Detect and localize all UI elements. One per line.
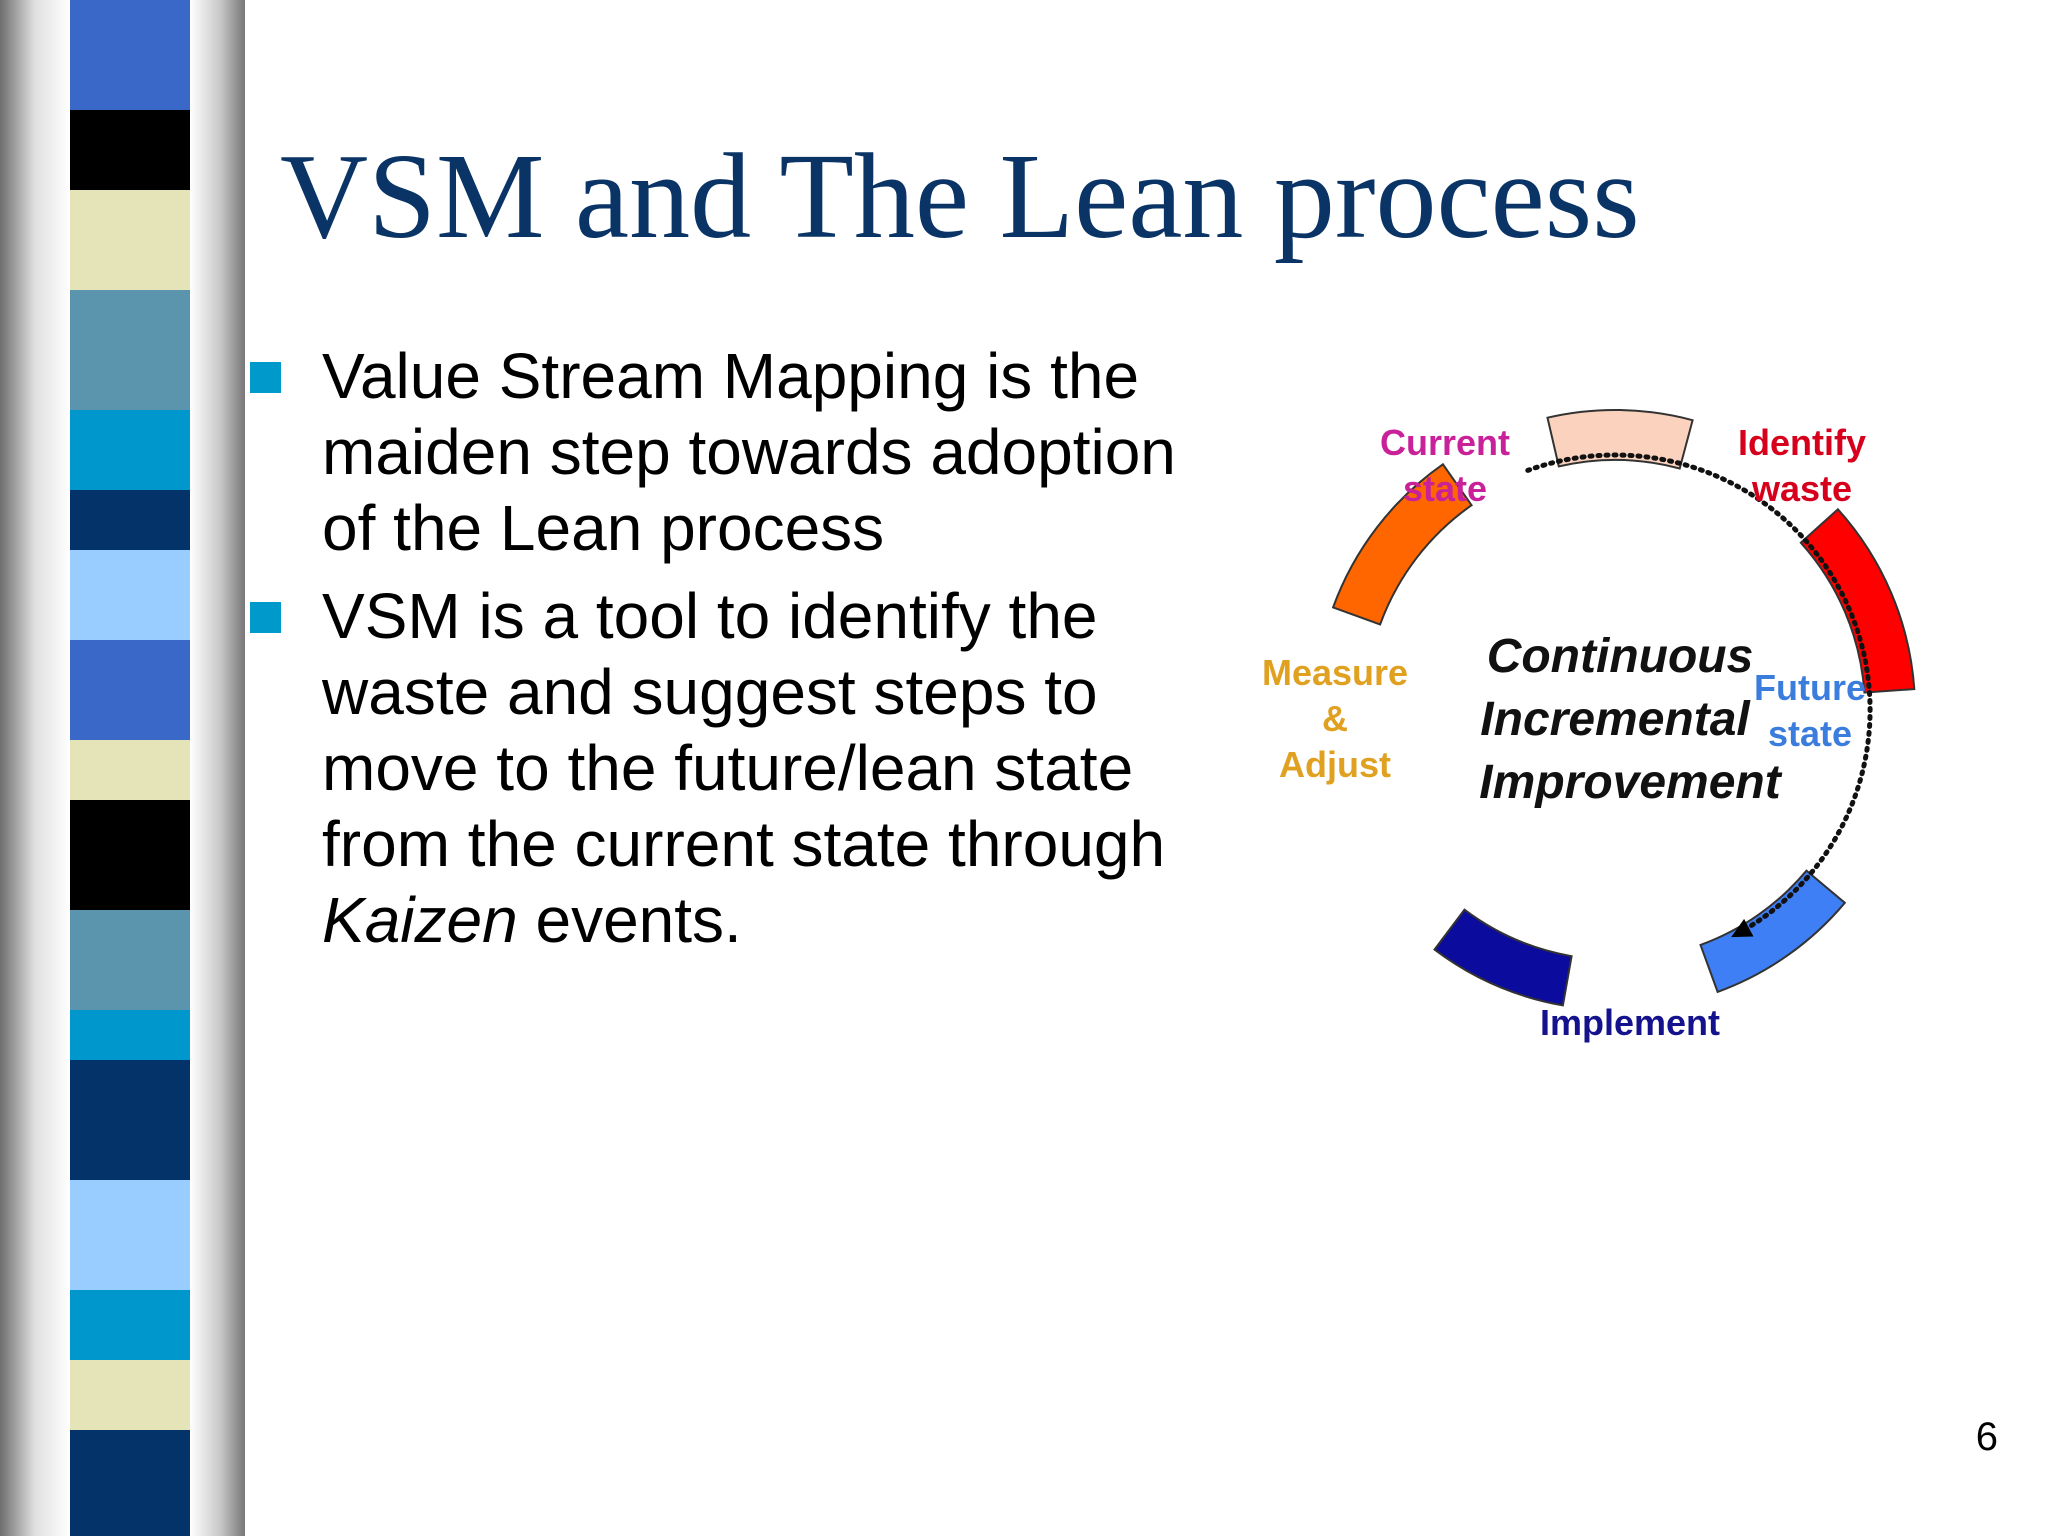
cycle-stage-label: Implement — [1540, 1002, 1720, 1043]
cycle-center-line: Improvement — [1479, 756, 1782, 809]
slide-title: VSM and The Lean process — [280, 129, 1640, 264]
cycle-center-line: Incremental — [1480, 693, 1751, 746]
bullet-text: VSM is a tool to identify the waste and … — [322, 580, 1166, 880]
page-number: 6 — [1975, 1415, 1998, 1459]
cycle-segment — [1433, 908, 1573, 1007]
cycle-stage-label: Measure&Adjust — [1262, 652, 1408, 785]
cycle-segment — [1546, 409, 1694, 470]
decorative-side-bar — [0, 0, 245, 1536]
square-bullet-icon — [250, 602, 281, 633]
dotted-cycle-arrow — [1525, 452, 1873, 938]
bullet-item: VSM is a tool to identify the waste and … — [250, 578, 1180, 958]
cycle-segment — [1699, 869, 1847, 994]
cycle-segment — [1331, 462, 1473, 626]
cycle-segments — [1331, 409, 1916, 1007]
cycle-center-line: Continuous — [1487, 630, 1754, 683]
bullet-text: Value Stream Mapping is the maiden step … — [322, 340, 1176, 564]
bullet-emphasis: Kaizen — [322, 884, 518, 956]
cycle-segment — [1799, 507, 1916, 694]
bullet-item: Value Stream Mapping is the maiden step … — [250, 338, 1180, 566]
bullet-list: Value Stream Mapping is the maiden step … — [250, 338, 1180, 970]
square-bullet-icon — [250, 362, 281, 393]
bullet-text-end: events. — [517, 884, 742, 956]
